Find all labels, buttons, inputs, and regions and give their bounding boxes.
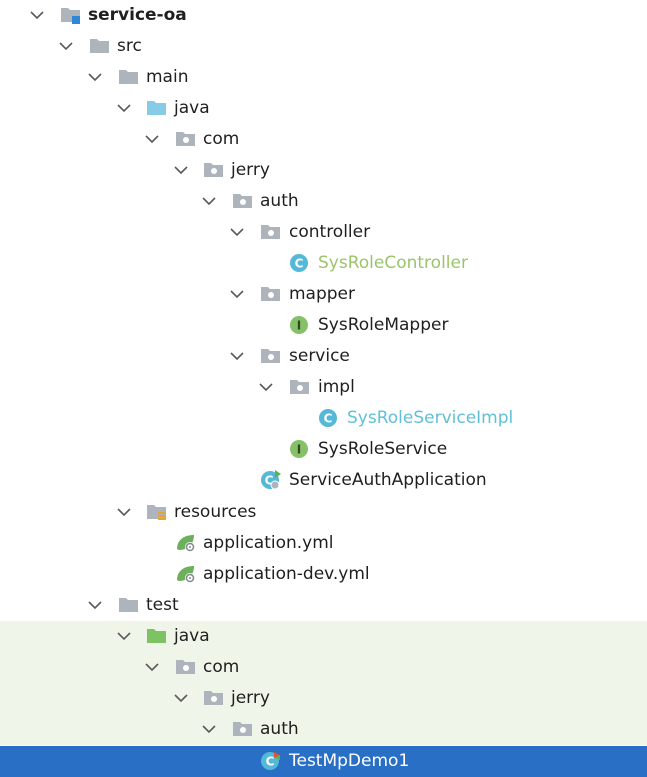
tree-node-mapper[interactable]: mapper (0, 279, 647, 310)
tree-label: service (289, 346, 350, 366)
module-folder-icon (60, 5, 82, 25)
chevron-down-icon[interactable] (145, 658, 159, 676)
tree-label: SysRoleService (318, 439, 448, 459)
tree-node-application-yml[interactable]: application.yml (0, 528, 647, 559)
tree-node-test-java[interactable]: java (0, 621, 647, 652)
source-root-folder-icon (146, 98, 168, 118)
chevron-down-icon[interactable] (117, 99, 131, 117)
chevron-down-icon[interactable] (174, 161, 188, 179)
tree-label: java (174, 626, 210, 646)
class-glyph: C (266, 755, 275, 769)
class-glyph: C (295, 257, 304, 271)
tree-node-application-dev-yml[interactable]: application-dev.yml (0, 559, 647, 590)
tree-node-main-com[interactable]: com (0, 124, 647, 155)
package-icon (175, 657, 197, 677)
tree-label: ServiceAuthApplication (289, 470, 487, 490)
tree-label: jerry (231, 160, 270, 180)
tree-label: SysRoleMapper (318, 315, 449, 335)
spring-config-icon (175, 564, 197, 584)
interface-glyph: I (297, 319, 301, 333)
tree-label: resources (174, 502, 257, 522)
tree-node-sys-role-service-impl[interactable]: C SysRoleServiceImpl (0, 403, 647, 434)
tree-node-test-jerry[interactable]: jerry (0, 683, 647, 714)
chevron-down-icon[interactable] (88, 68, 102, 86)
tree-label: TestMpDemo1 (289, 751, 410, 771)
chevron-down-icon[interactable] (30, 6, 44, 24)
package-icon (260, 222, 282, 242)
package-icon (203, 688, 225, 708)
package-icon (175, 129, 197, 149)
tree-node-sys-role-mapper[interactable]: I SysRoleMapper (0, 310, 647, 341)
package-icon (203, 160, 225, 180)
tree-node-test-mp-demo1[interactable]: C TestMpDemo1 (0, 746, 647, 777)
chevron-down-icon[interactable] (259, 378, 273, 396)
tree-node-service[interactable]: service (0, 341, 647, 372)
folder-icon (89, 36, 111, 56)
tree-label: SysRoleServiceImpl (347, 408, 514, 428)
chevron-down-icon[interactable] (117, 627, 131, 645)
tree-node-test-com[interactable]: com (0, 652, 647, 683)
tree-node-resources[interactable]: resources (0, 497, 647, 528)
tree-node-impl[interactable]: impl (0, 372, 647, 403)
chevron-down-icon[interactable] (88, 596, 102, 614)
class-icon: C (318, 408, 340, 428)
tree-label: java (174, 98, 210, 118)
tree-label: src (117, 36, 142, 56)
resources-folder-icon (146, 502, 168, 522)
tree-node-sys-role-controller[interactable]: C SysRoleController (0, 248, 647, 279)
tree-node-src[interactable]: src (0, 31, 647, 62)
tree-label: application-dev.yml (203, 564, 370, 584)
interface-glyph: I (297, 443, 301, 457)
class-glyph: C (265, 474, 274, 488)
chevron-down-icon[interactable] (59, 37, 73, 55)
package-icon (289, 377, 311, 397)
tree-node-test[interactable]: test (0, 590, 647, 621)
tree-label: impl (318, 377, 355, 397)
chevron-down-icon[interactable] (230, 285, 244, 303)
tree-label: jerry (231, 688, 270, 708)
tree-node-sys-role-service[interactable]: I SysRoleService (0, 434, 647, 465)
test-class-icon: C (260, 751, 282, 771)
class-icon: C (289, 253, 311, 273)
package-icon (232, 719, 254, 739)
tree-label: com (203, 657, 240, 677)
chevron-down-icon[interactable] (230, 347, 244, 365)
tree-node-main[interactable]: main (0, 62, 647, 93)
chevron-down-icon[interactable] (145, 130, 159, 148)
tree-label: com (203, 129, 240, 149)
interface-icon: I (289, 315, 311, 335)
chevron-down-icon[interactable] (202, 192, 216, 210)
tree-label: main (146, 67, 189, 87)
tree-node-main-java[interactable]: java (0, 93, 647, 124)
tree-label: controller (289, 222, 371, 242)
tree-label: service-oa (88, 5, 187, 25)
tree-node-main-auth[interactable]: auth (0, 186, 647, 217)
tree-node-service-auth-application[interactable]: C ServiceAuthApplication (0, 465, 647, 496)
tree-label: application.yml (203, 533, 334, 553)
package-icon (260, 346, 282, 366)
chevron-down-icon[interactable] (202, 720, 216, 738)
spring-boot-app-icon: C (260, 470, 282, 490)
test-root-folder-icon (146, 626, 168, 646)
tree-node-test-auth[interactable]: auth (0, 714, 647, 745)
spring-config-icon (175, 533, 197, 553)
tree-label: auth (260, 191, 299, 211)
tree-label: SysRoleController (318, 253, 468, 273)
chevron-down-icon[interactable] (230, 223, 244, 241)
tree-node-main-jerry[interactable]: jerry (0, 155, 647, 186)
tree-label: mapper (289, 284, 356, 304)
folder-icon (118, 595, 140, 615)
interface-icon: I (289, 439, 311, 459)
tree-label: test (146, 595, 179, 615)
tree-node-controller[interactable]: controller (0, 217, 647, 248)
chevron-down-icon[interactable] (174, 689, 188, 707)
chevron-down-icon[interactable] (117, 503, 131, 521)
package-icon (232, 191, 254, 211)
tree-label: auth (260, 719, 299, 739)
package-icon (260, 284, 282, 304)
folder-icon (118, 67, 140, 87)
class-glyph: C (324, 412, 333, 426)
tree-node-service-oa[interactable]: service-oa (0, 0, 647, 31)
